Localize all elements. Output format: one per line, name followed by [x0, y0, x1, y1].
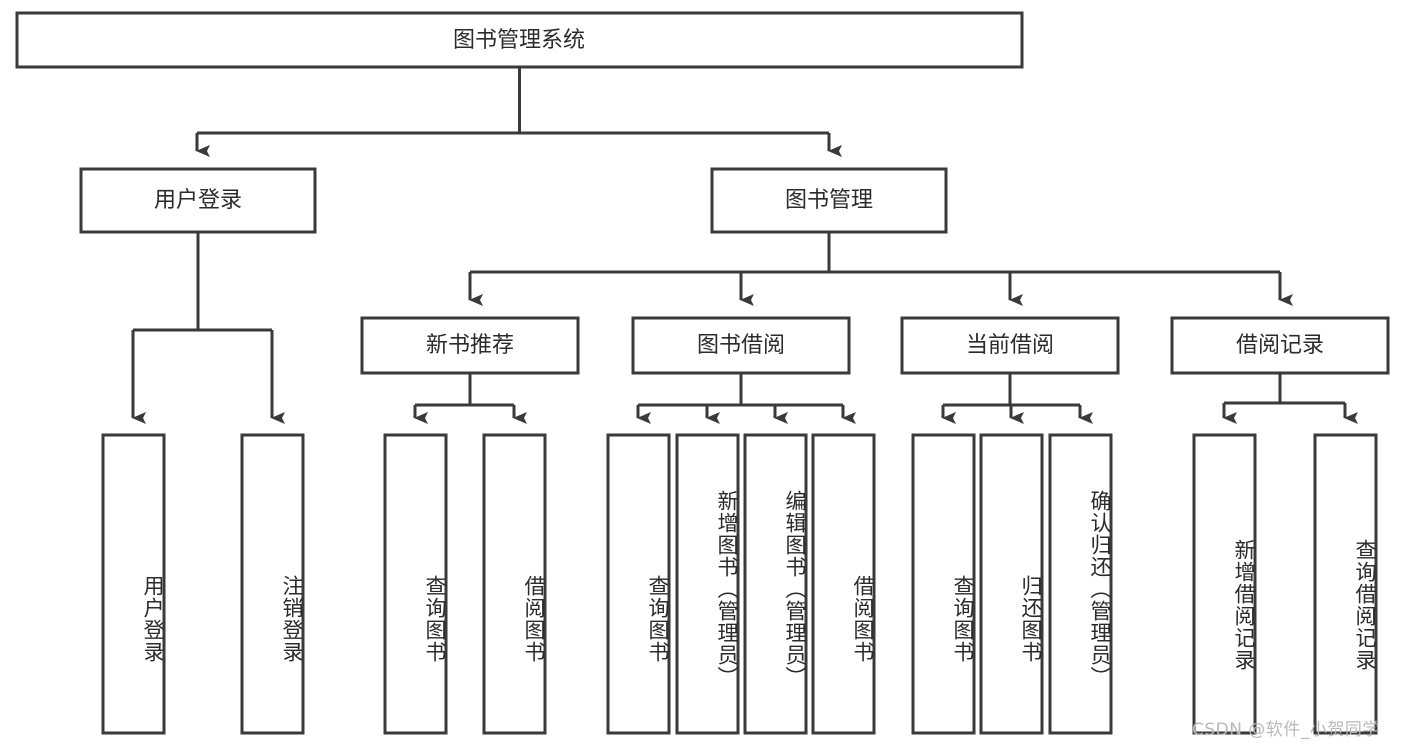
- node-new-book-recommend[interactable]: 新书推荐: [360, 316, 580, 375]
- connector-group-new-book-recommend: [413, 373, 527, 424]
- node-book-borrow-rect[interactable]: [631, 316, 851, 375]
- leaf-confirm-return-admin-rect[interactable]: [1048, 433, 1113, 735]
- leaf-query-book-borrow-rect[interactable]: [606, 433, 671, 735]
- connector-group-root: [195, 67, 842, 157]
- node-book-borrow[interactable]: 图书借阅: [631, 316, 851, 375]
- node-book-borrow-label: 图书借阅: [697, 333, 785, 358]
- leaf-query-book-rec-rect[interactable]: [383, 433, 448, 735]
- leaf-borrow-book-rec-rect[interactable]: [482, 433, 547, 735]
- connector-group-book-management: [468, 232, 1293, 306]
- node-current-borrow[interactable]: 当前借阅: [900, 316, 1120, 375]
- node-root-rect[interactable]: [15, 11, 1024, 69]
- connector-group-user-login: [131, 232, 285, 424]
- connector-group-book-borrow: [636, 373, 856, 424]
- node-root[interactable]: 图书管理系统: [15, 11, 1024, 69]
- node-user-login-label: 用户登录: [154, 188, 242, 213]
- leaf-user-login-rect[interactable]: [101, 433, 166, 735]
- leaf-query-borrow-record-rect[interactable]: [1313, 433, 1378, 735]
- node-book-management-label: 图书管理: [785, 188, 873, 213]
- leaf-user-logout-rect[interactable]: [240, 433, 305, 735]
- leaf-return-book-rect[interactable]: [979, 433, 1044, 735]
- node-new-book-recommend-label: 新书推荐: [426, 333, 514, 358]
- node-book-management-rect[interactable]: [710, 167, 948, 234]
- connector-group-current-borrow: [941, 373, 1093, 424]
- node-user-login-rect[interactable]: [79, 167, 317, 234]
- node-current-borrow-rect[interactable]: [900, 316, 1120, 375]
- leaf-add-book-admin-rect[interactable]: [675, 433, 740, 735]
- node-borrow-record-label: 借阅记录: [1236, 333, 1324, 358]
- node-borrow-record[interactable]: 借阅记录: [1170, 316, 1390, 375]
- csdn-watermark: CSDN @软件_小贺同学: [1192, 720, 1380, 740]
- connector-group-borrow-record: [1222, 373, 1358, 424]
- leaf-edit-book-admin-rect[interactable]: [743, 433, 808, 735]
- leaf-borrow-book-rect[interactable]: [811, 433, 876, 735]
- node-current-borrow-label: 当前借阅: [966, 333, 1054, 358]
- leaf-boxes: [101, 433, 1378, 735]
- leaf-add-borrow-record-rect[interactable]: [1192, 433, 1257, 735]
- node-book-management[interactable]: 图书管理: [710, 167, 948, 234]
- node-borrow-record-rect[interactable]: [1170, 316, 1390, 375]
- node-root-label: 图书管理系统: [453, 28, 585, 53]
- node-user-login[interactable]: 用户登录: [79, 167, 317, 234]
- leaf-query-book-current-rect[interactable]: [911, 433, 976, 735]
- node-new-book-recommend-rect[interactable]: [360, 316, 580, 375]
